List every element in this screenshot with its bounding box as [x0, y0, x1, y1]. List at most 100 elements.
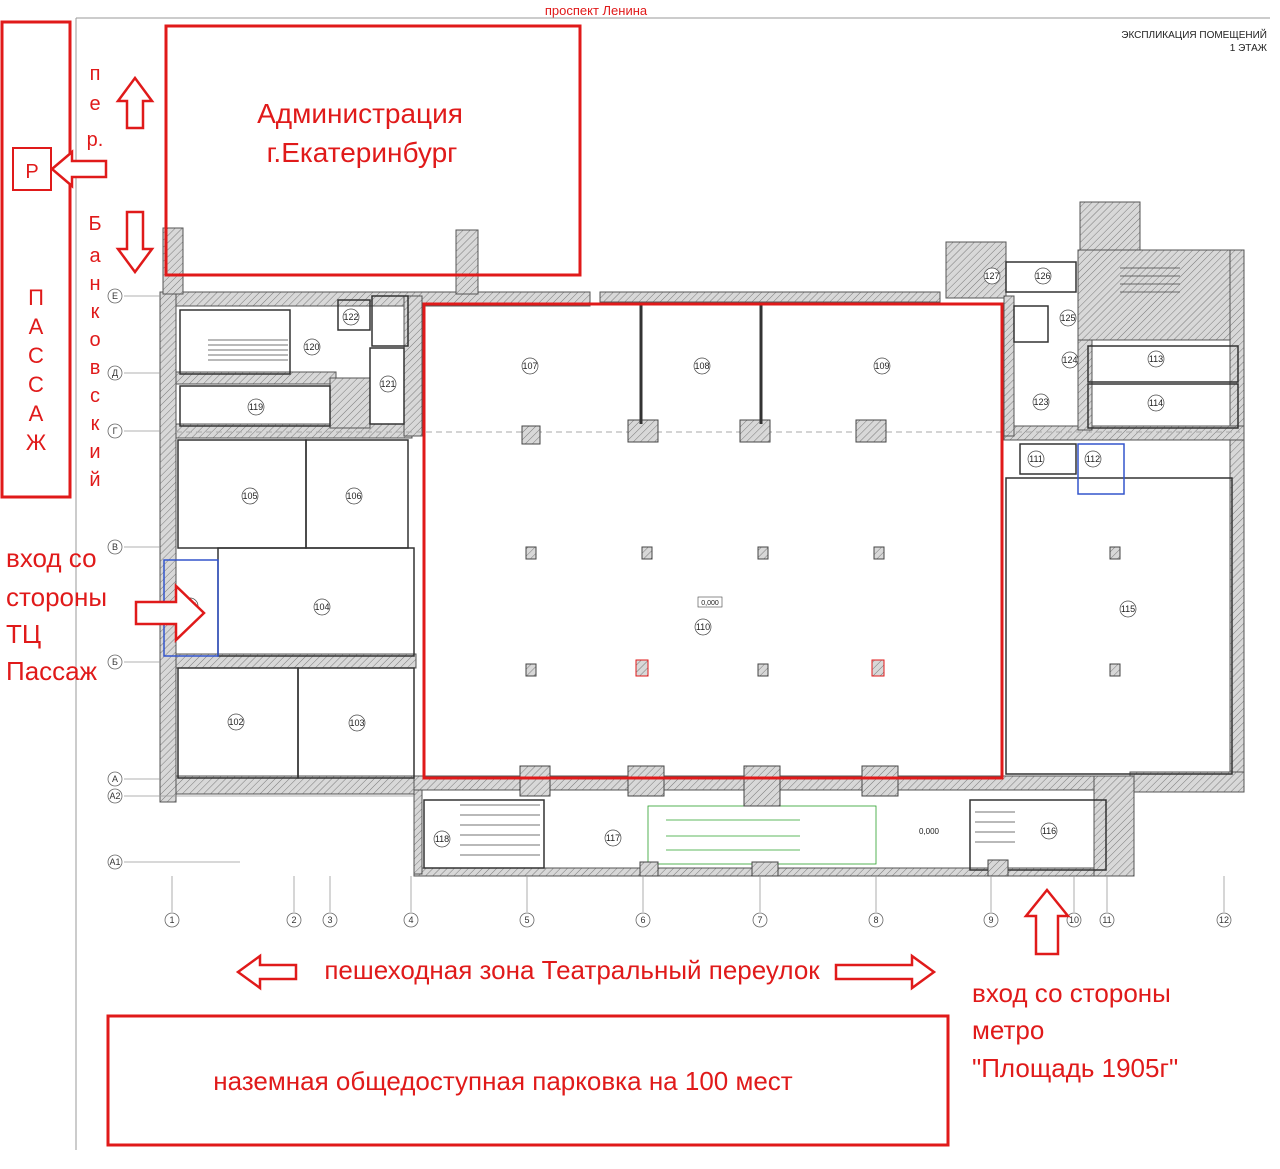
room-number: 127 — [984, 271, 999, 281]
room-number: 111 — [1029, 454, 1043, 464]
building-walls — [159, 201, 1245, 877]
entrance-metro-line1: вход со стороны — [972, 978, 1171, 1008]
level-mark-box — [697, 596, 723, 608]
parking-box-label: наземная общедоступная парковка на 100 м… — [213, 1066, 793, 1096]
axis-label: 9 — [988, 915, 993, 925]
passage-vertical-label: П А С С А Ж — [26, 285, 47, 455]
axis-label: 11 — [1102, 915, 1111, 925]
axis-label: 12 — [1219, 915, 1229, 925]
arrow-right-icon — [134, 583, 206, 643]
axis-label: 1 — [169, 915, 174, 925]
room-number: 121 — [380, 379, 395, 389]
parking-box — [106, 1014, 950, 1147]
hall-pillars — [519, 419, 1121, 877]
letter: Б — [88, 213, 101, 235]
arrow-down-icon — [115, 210, 155, 275]
room-number: 125 — [1060, 313, 1075, 323]
room-number: 122 — [343, 312, 358, 322]
letter: С — [28, 343, 44, 368]
axis-label: 3 — [327, 915, 332, 925]
escalators — [647, 805, 877, 865]
hall-highlight — [422, 302, 1004, 780]
room-number: 113 — [1149, 354, 1163, 364]
room-number: 108 — [694, 361, 709, 371]
room-number: 126 — [1035, 271, 1050, 281]
arrow-left-icon — [235, 953, 298, 991]
room-number: 116 — [1042, 826, 1056, 836]
room-number: 115 — [1121, 604, 1135, 614]
administration-city: г.Екатеринбург — [267, 137, 458, 168]
letter: й — [89, 469, 100, 491]
entrance-metro-line2: метро — [972, 1015, 1044, 1045]
axis-label: В — [112, 542, 118, 552]
grid-axes — [124, 295, 1225, 912]
passage-box — [0, 20, 72, 499]
arrow-up-icon — [115, 75, 155, 130]
letter: в — [90, 357, 101, 379]
room-number: 123 — [1033, 397, 1048, 407]
room-number: 103 — [349, 718, 364, 728]
axis-label: 4 — [408, 915, 413, 925]
letter: о — [89, 329, 100, 351]
room-number: 120 — [304, 342, 319, 352]
row-axis-labels: Е Д Г В Б А А2 А1 — [107, 288, 123, 870]
axis-label: 2 — [291, 915, 296, 925]
axis-label: 10 — [1069, 915, 1079, 925]
entrance-passage-line2: стороны — [6, 582, 107, 612]
axis-label: А — [112, 774, 118, 784]
room-number: 106 — [346, 491, 361, 501]
entrance-passage-line3: ТЦ — [6, 619, 41, 649]
letter: а — [89, 245, 101, 267]
level-mark: 0,000 — [919, 827, 940, 836]
room-number: 107 — [522, 361, 537, 371]
room-number: 105 — [242, 491, 257, 501]
axis-label: 5 — [524, 915, 529, 925]
letter: п — [90, 63, 101, 85]
administration-label: Администрация — [257, 98, 463, 129]
axis-label: 7 — [757, 915, 762, 925]
axis-label: Д — [112, 368, 118, 378]
letter: с — [90, 385, 100, 407]
axis-label: Е — [112, 291, 118, 301]
arrow-left-icon — [50, 149, 108, 189]
hall-partitions — [639, 304, 763, 424]
room-number: 102 — [228, 717, 243, 727]
pedestrian-zone-label: пешеходная зона Театральный переулок — [324, 955, 820, 985]
room-number: 112 — [1086, 454, 1100, 464]
entrance-passage-line1: вход со — [6, 543, 97, 573]
letter: р. — [87, 129, 104, 151]
letter: П — [28, 285, 44, 310]
letter: н — [89, 273, 100, 295]
letter: С — [28, 372, 44, 397]
axis-label: Г — [113, 426, 118, 436]
axis-label: 6 — [640, 915, 645, 925]
room-markers: 101 102 103 104 105 106 107 108 109 110 … — [181, 267, 1165, 848]
axis-label: Б — [112, 657, 118, 667]
parking-sign: Р — [25, 161, 38, 183]
arrow-right-icon — [834, 953, 937, 991]
entrance-metro-line3: "Площадь 1905г" — [972, 1053, 1178, 1083]
street-label-top: проспект Ленина — [545, 3, 648, 18]
explication-title: ЭКСПЛИКАЦИЯ ПОМЕЩЕНИЙ — [1121, 28, 1267, 41]
room-number: 117 — [606, 833, 620, 843]
letter: к — [91, 413, 100, 435]
column-axis-labels: 1 2 3 4 5 6 7 8 9 10 11 12 — [164, 912, 1232, 928]
axis-label: А1 — [109, 857, 120, 867]
room-number: 118 — [435, 834, 449, 844]
letter: е — [89, 93, 100, 115]
letter: и — [89, 441, 100, 463]
letter: Ж — [26, 430, 47, 455]
axis-label: А2 — [109, 791, 120, 801]
letter: к — [91, 301, 100, 323]
room-number: 114 — [1149, 398, 1163, 408]
room-number: 124 — [1062, 355, 1077, 365]
room-number: 109 — [874, 361, 889, 371]
level-mark: 0,000 — [701, 600, 719, 607]
letter: А — [29, 314, 44, 339]
entrance-passage-line4: Пассаж — [6, 656, 98, 686]
staircases — [208, 267, 1180, 856]
axis-label: 8 — [873, 915, 878, 925]
arrow-up-icon — [1023, 888, 1071, 956]
explication-floor: 1 ЭТАЖ — [1230, 43, 1268, 54]
